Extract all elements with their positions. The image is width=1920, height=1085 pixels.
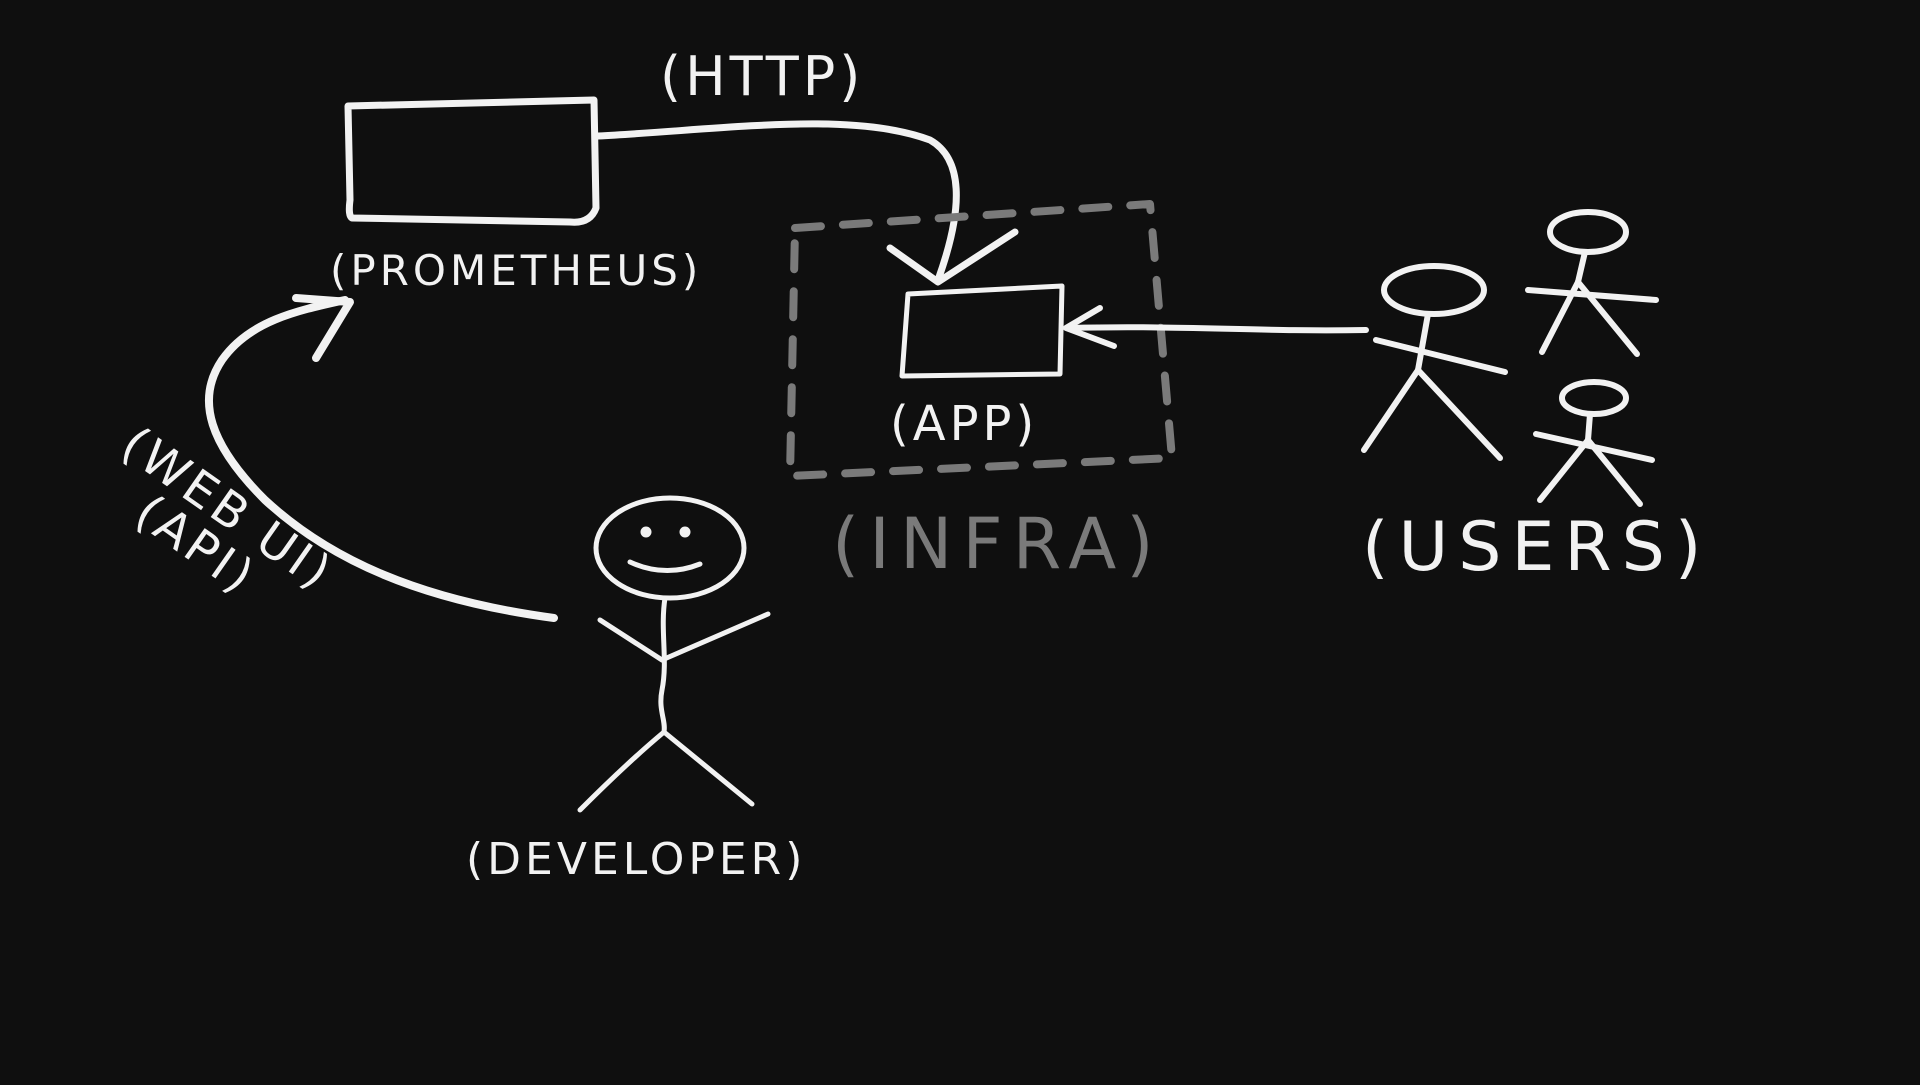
prometheus-label: (PROMETHEUS) [330,246,702,295]
app-box [899,283,1065,379]
users-label: (USERS) [1362,508,1711,587]
infra-boundary [786,200,1176,480]
http-label: (HTTP) [660,45,864,108]
user-figure-3 [1533,379,1655,507]
app-label: (APP) [890,396,1038,452]
user-figure-1 [1361,263,1508,461]
users-figures [1361,209,1659,507]
http-arrow [594,120,1019,286]
developer-figure [577,495,771,813]
developer-label: (DEVELOPER) [466,834,806,885]
users-arrow [1063,305,1369,349]
infra-label: (INFRA) [832,503,1164,585]
prometheus-box [344,96,600,226]
developer-to-prometheus-arrow [205,294,558,622]
user-figure-2 [1525,209,1659,357]
